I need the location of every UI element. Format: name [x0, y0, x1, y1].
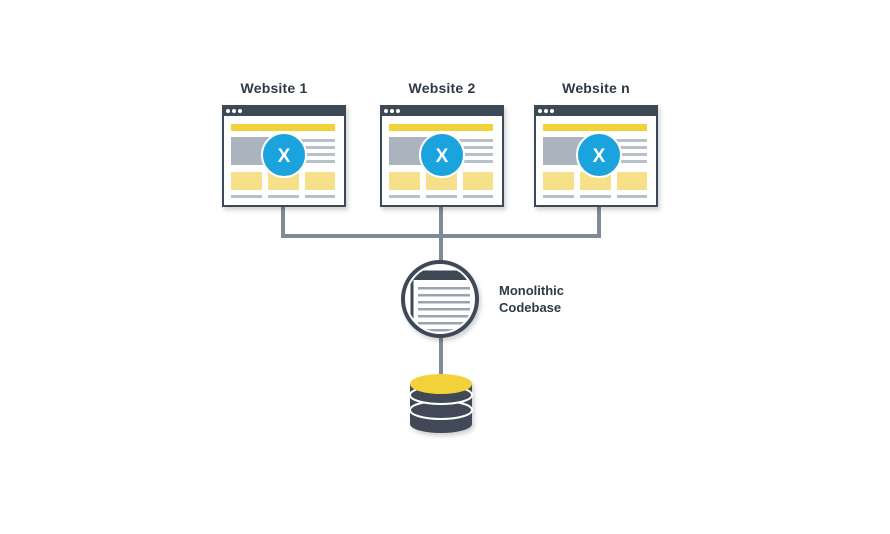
- footer-line: [543, 195, 574, 198]
- window-dot-icon: [238, 109, 242, 113]
- content-block: [463, 172, 493, 190]
- window-titlebar: [381, 106, 503, 116]
- website-window-n: X: [534, 105, 658, 207]
- window-titlebar: [535, 106, 657, 116]
- content-block: [305, 172, 335, 190]
- database-icon: [409, 374, 473, 433]
- footer-line: [389, 195, 420, 198]
- codebase-label: Monolithic Codebase: [499, 282, 619, 316]
- text-line: [447, 153, 493, 156]
- connector-lines: [281, 205, 601, 376]
- window-dot-icon: [226, 109, 230, 113]
- text-line: [289, 160, 335, 163]
- codebase-magnifier-icon: [401, 260, 479, 338]
- text-line: [289, 146, 335, 149]
- header-banner: [543, 124, 647, 131]
- footer-line: [463, 195, 493, 198]
- website-window-2: X: [380, 105, 504, 207]
- footer-line: [580, 195, 611, 198]
- window-titlebar: [223, 106, 345, 116]
- window-dot-icon: [544, 109, 548, 113]
- x-badge-icon: [261, 132, 307, 178]
- codebase-label-line2: Codebase: [499, 300, 562, 315]
- header-banner: [389, 124, 493, 131]
- website-2-label: Website 2: [408, 80, 476, 96]
- text-line: [447, 146, 493, 149]
- text-line: [447, 139, 493, 142]
- window-dot-icon: [390, 109, 394, 113]
- website-1-label: Website 1: [240, 80, 308, 96]
- x-badge-label: X: [593, 146, 606, 167]
- footer-line: [305, 195, 335, 198]
- content-block: [231, 172, 262, 190]
- database-top-surface: [410, 374, 472, 394]
- window-dot-icon: [232, 109, 236, 113]
- website-n-label: Website n: [562, 80, 630, 96]
- text-line: [601, 153, 647, 156]
- footer-line: [426, 195, 457, 198]
- header-banner: [231, 124, 335, 131]
- footer-line: [617, 195, 647, 198]
- text-line: [601, 160, 647, 163]
- window-dot-icon: [538, 109, 542, 113]
- window-dot-icon: [396, 109, 400, 113]
- window-dot-icon: [384, 109, 388, 113]
- magnified-window: [410, 270, 473, 332]
- website-window-1: X: [222, 105, 346, 207]
- text-line: [289, 139, 335, 142]
- text-line: [601, 146, 647, 149]
- content-block: [389, 172, 420, 190]
- footer-line: [231, 195, 262, 198]
- x-badge-icon: [576, 132, 622, 178]
- text-line: [289, 153, 335, 156]
- content-block: [617, 172, 647, 190]
- text-line: [447, 160, 493, 163]
- codebase-label-line1: Monolithic: [499, 283, 564, 298]
- footer-line: [268, 195, 299, 198]
- text-line: [601, 139, 647, 142]
- x-badge-label: X: [436, 146, 449, 167]
- x-badge-label: X: [278, 146, 291, 167]
- x-badge-icon: [419, 132, 465, 178]
- window-dot-icon: [550, 109, 554, 113]
- content-block: [543, 172, 574, 190]
